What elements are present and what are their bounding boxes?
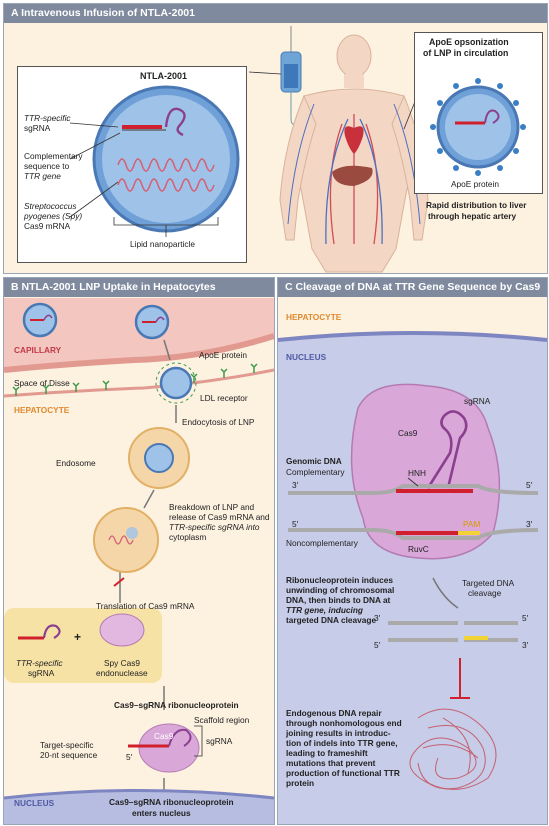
targeted-cleavage-line1: Targeted DNA [462, 578, 515, 588]
apoe-protein-label: ApoE protein [451, 179, 499, 189]
human-body-illustration [279, 34, 429, 273]
repair-line5: leading to frameshift [286, 748, 368, 758]
translation-label: Translation of Cas9 mRNA [96, 601, 195, 611]
three-prime-top-left: 3′ [292, 480, 299, 490]
complementary-label-line2: sequence to [24, 161, 70, 171]
nucleus-label-b: NUCLEUS [14, 798, 55, 808]
spy-label-line1: Streptococcus [24, 201, 77, 211]
spy-cas9-line2: endonuclease [96, 668, 148, 678]
breakdown-line3: TTR-specific sgRNA into [169, 522, 260, 532]
breakdown-line2: release of Cas9 mRNA and [169, 512, 270, 522]
panel-c-artwork [278, 331, 547, 824]
three-prime-bottom-right: 3′ [526, 519, 533, 529]
panel-b: B NTLA-2001 LNP Uptake in Hepatocytes [3, 277, 275, 825]
hepatocyte-label-b: HEPATOCYTE [14, 405, 70, 415]
cas9-label-b: Cas9 [154, 731, 174, 741]
ttr-protein-icon [409, 708, 497, 790]
repair-line6: mutations that prevent [286, 758, 376, 768]
apoe-inset-box: ApoE opsonization of LNP in circulation … [414, 32, 543, 194]
breakdown-line4: cytoplasm [169, 532, 207, 542]
repair-line7: production of functional TTR [286, 768, 400, 778]
apoe-title-line1: ApoE opsonization [429, 37, 509, 47]
three-prime-cleaved-right: 3′ [522, 640, 529, 650]
panel-a: A Intravenous Infusion of NTLA-2001 [3, 3, 548, 274]
ribonucleoprotein-line3: DNA, then binds to DNA at [286, 595, 391, 605]
space-of-disse-label: Space of Disse [14, 378, 70, 388]
spy-label-line3: Cas9 mRNA [24, 221, 71, 231]
three-prime-cleaved-left: 3′ [374, 613, 381, 623]
ribonucleoprotein-line5: targeted DNA cleavage [286, 615, 377, 625]
panel-c-title: C Cleavage of DNA at TTR Gene Sequence b… [278, 278, 547, 297]
repair-line4: tion of indels into TTR gene, [286, 738, 398, 748]
noncomplementary-label: Noncomplementary [286, 538, 358, 548]
panel-c: C Cleavage of DNA at TTR Gene Sequence b… [277, 277, 548, 825]
rnp-label: Cas9–sgRNA ribonucleoprotein [114, 700, 239, 710]
rapid-distribution-line1: Rapid distribution to liver [426, 200, 527, 210]
pam-label: PAM [463, 519, 481, 529]
lnp-capillary-icons [22, 302, 170, 340]
complementary-label-line3: TTR gene [24, 171, 61, 181]
hnh-label: HNH [408, 468, 426, 478]
ntla-particle-title: NTLA-2001 [140, 71, 188, 81]
repair-line1: Endogenous DNA repair [286, 708, 382, 718]
plus-sign: + [74, 630, 82, 644]
ntla-inset-box: NTLA-2001 TTR-specific sgRNA Complementa… [17, 66, 247, 263]
five-prime-top-right: 5′ [526, 480, 533, 490]
target-specific-line2: 20-nt sequence [40, 750, 98, 760]
sgrna-label-line2: sgRNA [24, 123, 51, 133]
rapid-distribution-line2: through hepatic artery [428, 211, 517, 221]
endosome-label: Endosome [56, 458, 96, 468]
ribonucleoprotein-line4: TTR gene, inducing [286, 605, 363, 615]
hepatocyte-label-c: HEPATOCYTE [286, 312, 342, 322]
breakdown-line1: Breakdown of LNP and [169, 502, 255, 512]
ribonucleoprotein-line1: Ribonucleoprotein induces [286, 575, 393, 585]
ribonucleoprotein-line2: unwinding of chromosomal [286, 585, 395, 595]
target-specific-line1: Target-specific [40, 740, 94, 750]
apoe-particle-diagram [430, 78, 526, 176]
sgrna-label-b: sgRNA [206, 736, 233, 746]
spy-label-line2: pyogenes (Spy) [24, 211, 83, 221]
endocytosis-label: Endocytosis of LNP [182, 417, 255, 427]
complementary-label-line1: Complementary [24, 151, 83, 161]
genomic-dna-label: Genomic DNA [286, 456, 342, 466]
five-prime-cleaved-right: 5′ [522, 613, 529, 623]
repair-line2: through nonhomologous end [286, 718, 402, 728]
cas9-label-c: Cas9 [398, 428, 418, 438]
sgrna-label-c: sgRNA [464, 396, 491, 406]
ldl-receptor-label: LDL receptor [200, 393, 248, 403]
ruvc-label: RuvC [408, 544, 429, 554]
spy-cas9-line1: Spy Cas9 [104, 658, 140, 668]
ttr-sgrna-line1: TTR-specific [16, 658, 63, 668]
lipid-nanoparticle-label: Lipid nanoparticle [130, 239, 196, 249]
sgrna-label-line1: TTR-specific [24, 113, 71, 123]
lnp-particle-diagram [69, 85, 240, 237]
nucleus-label-c: NUCLEUS [286, 352, 327, 362]
capillary-label: CAPILLARY [14, 345, 62, 355]
five-prime-cleaved-left: 5′ [374, 640, 381, 650]
five-prime-bottom-left: 5′ [292, 519, 299, 529]
panel-b-title: B NTLA-2001 LNP Uptake in Hepatocytes [4, 278, 274, 297]
apoe-title-line2: of LNP in circulation [423, 48, 509, 58]
repair-line8: protein [286, 778, 315, 788]
panel-a-artwork [248, 26, 429, 273]
ttr-sgrna-line2: sgRNA [28, 668, 55, 678]
apoe-protein-label-b: ApoE protein [199, 350, 247, 360]
complementary-label-c: Complementary [286, 467, 345, 477]
panel-b-artwork [4, 298, 274, 824]
enters-nucleus-line2: enters nucleus [132, 808, 191, 818]
scaffold-label: Scaffold region [194, 715, 250, 725]
targeted-cleavage-line2: cleavage [468, 588, 502, 598]
five-prime-b: 5′ [126, 752, 133, 762]
panel-a-title: A Intravenous Infusion of NTLA-2001 [4, 4, 547, 23]
repair-line3: joining results in introduc- [286, 728, 391, 738]
enters-nucleus-line1: Cas9–sgRNA ribonucleoprotein [109, 797, 234, 807]
